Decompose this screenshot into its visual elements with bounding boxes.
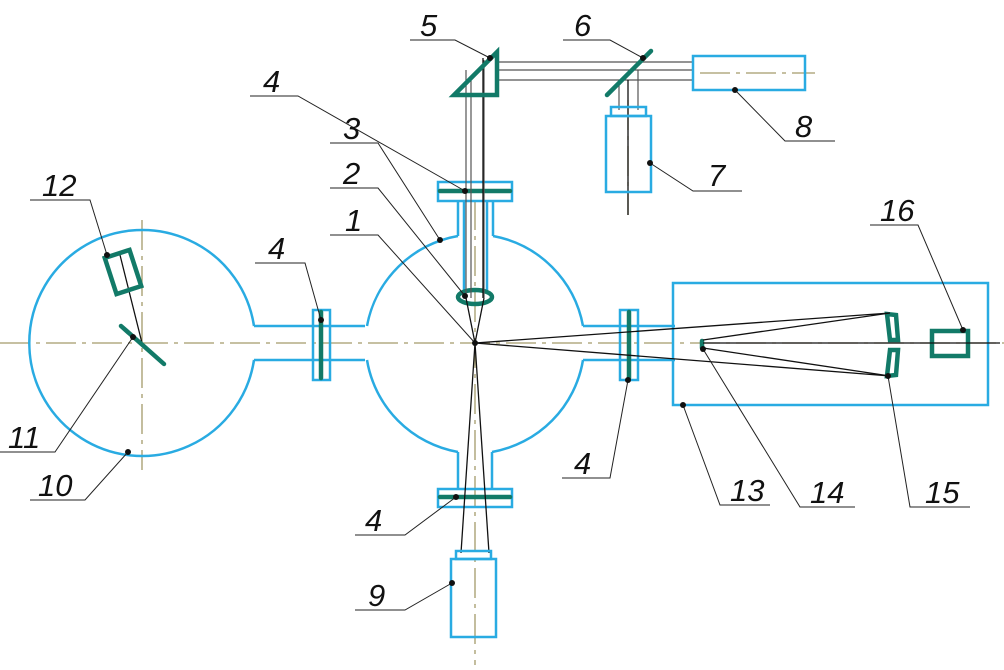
label-1: 1: [345, 203, 362, 238]
label-4-top: 4: [263, 64, 280, 99]
label-10: 10: [38, 468, 72, 503]
central-chamber: [365, 180, 675, 509]
label-4-bottom: 4: [365, 503, 382, 538]
label-7: 7: [708, 158, 727, 193]
label-9: 9: [368, 578, 385, 613]
mirror-11: [118, 323, 167, 367]
label-8: 8: [795, 109, 813, 144]
spectrometer-box: [671, 281, 990, 407]
label-6: 6: [574, 8, 592, 43]
label-4-right: 4: [574, 446, 591, 481]
label-16: 16: [880, 193, 915, 228]
optical-rays: [119, 58, 1000, 554]
mirror-upper: [884, 311, 901, 343]
camera-7: [604, 105, 653, 194]
label-13: 13: [730, 473, 764, 508]
center-axes: [0, 72, 1004, 665]
label-4-left: 4: [268, 231, 285, 266]
label-15: 15: [925, 475, 960, 510]
label-11: 11: [8, 420, 40, 455]
label-5: 5: [420, 8, 438, 43]
label-2: 2: [342, 156, 360, 191]
callout-labels: 5 6 8 7 4 3 2 1 12 4 16 11 10 4 13 14 15…: [8, 8, 960, 613]
ring-2: [455, 287, 495, 307]
left-chamber: [28, 228, 365, 458]
laser-8: [691, 54, 807, 92]
label-14: 14: [810, 475, 844, 510]
label-12: 12: [42, 168, 76, 203]
prism-5: [448, 46, 500, 98]
mirror-lower: [884, 347, 901, 379]
leader-dots: [104, 55, 966, 586]
leader-lines: [0, 39, 970, 611]
target-12: [101, 247, 145, 297]
camera-9: [449, 549, 498, 639]
label-3: 3: [343, 111, 360, 146]
